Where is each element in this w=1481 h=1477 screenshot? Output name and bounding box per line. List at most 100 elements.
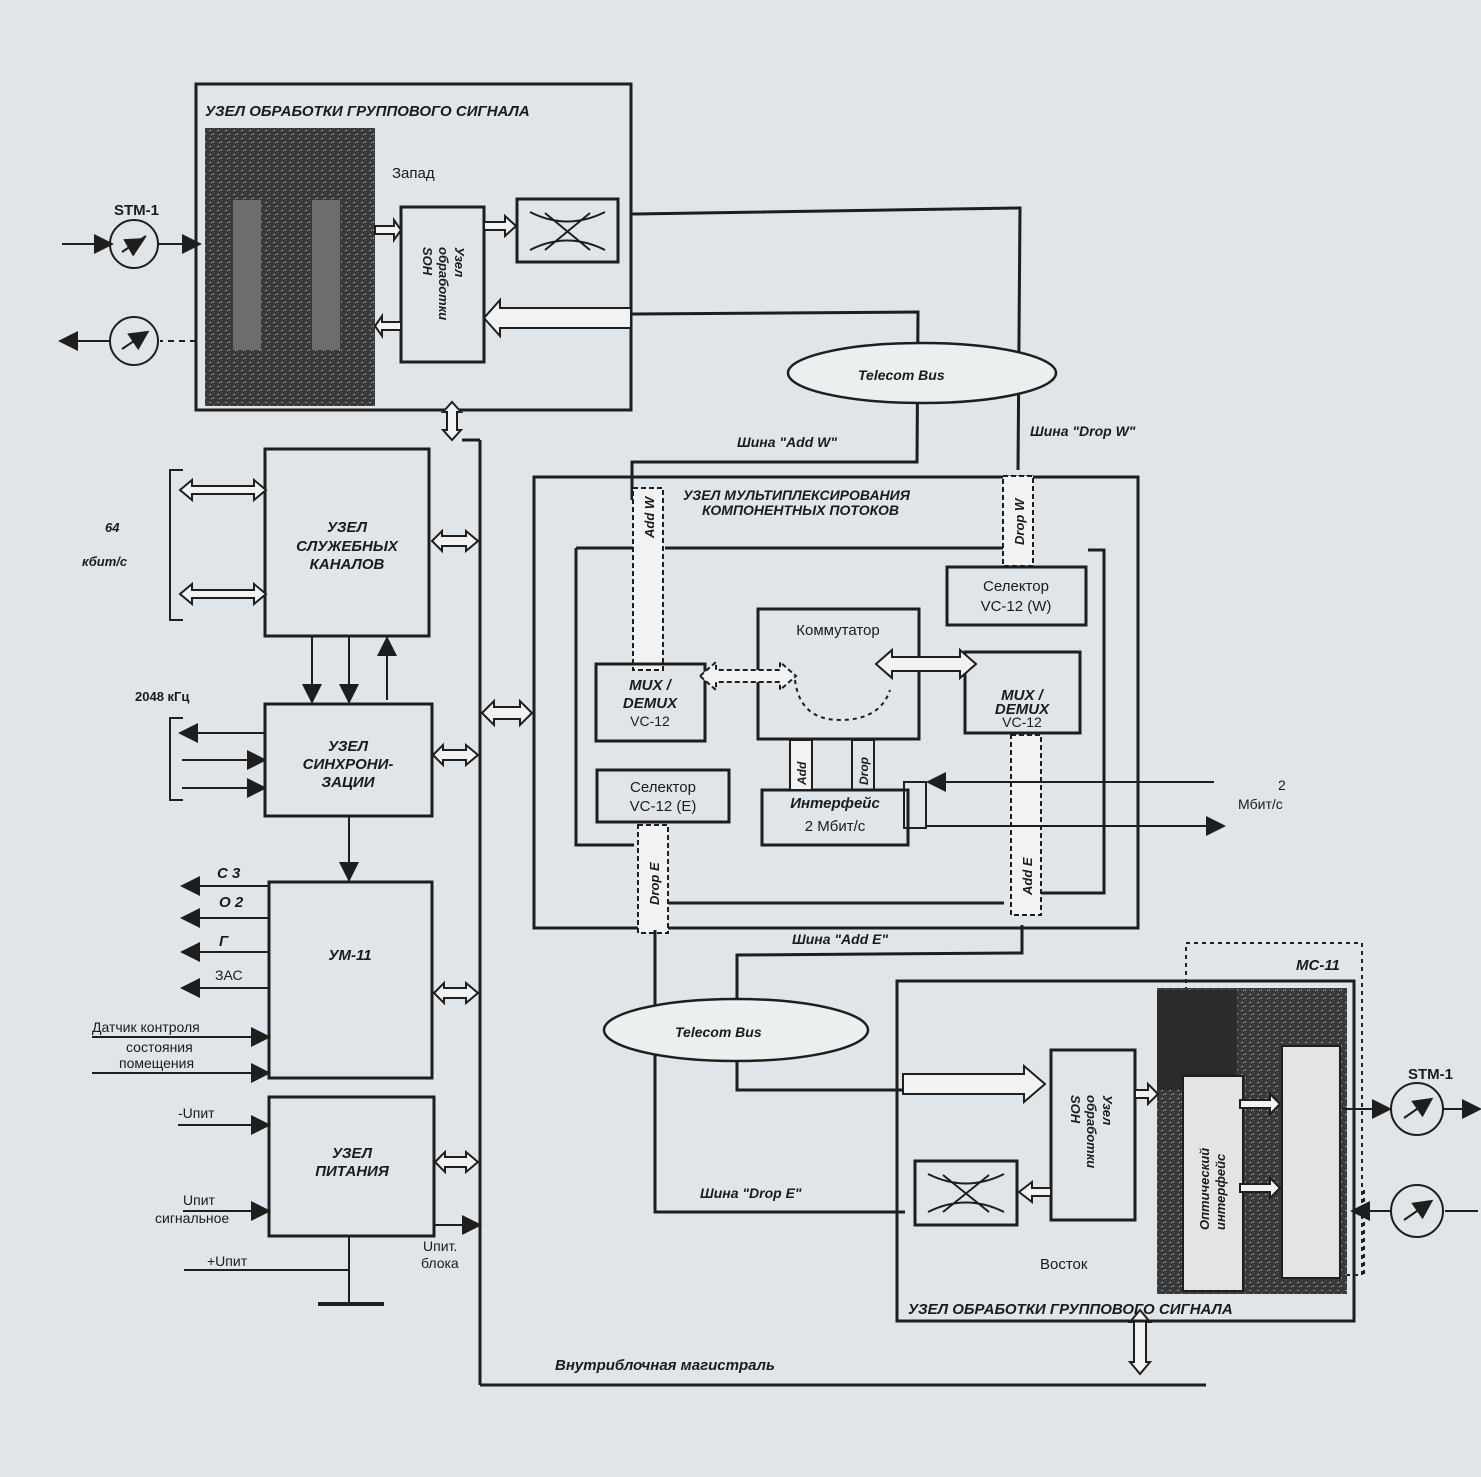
- east-soh-box: [1049, 1048, 1137, 1222]
- mux-demux-left: [594, 662, 707, 743]
- svg-text:Uпит.: Uпит.: [423, 1238, 457, 1254]
- west-optic-out-icon: [109, 316, 159, 366]
- svg-text:Uпит: Uпит: [183, 1192, 216, 1208]
- svg-text:сигнальное: сигнальное: [155, 1210, 229, 1226]
- svg-text:Узел: Узел: [1100, 1095, 1115, 1125]
- west-side-label: Запад: [392, 165, 435, 182]
- svg-text:MUX /: MUX /: [629, 677, 673, 694]
- east-title: УЗЕЛ ОБРАБОТКИ ГРУППОВОГО СИГНАЛА: [908, 1301, 1233, 1318]
- top-telecom-bus: Telecom Bus Шина "Add W" Шина "Drop W": [630, 206, 1136, 500]
- svg-text:Add: Add: [795, 761, 809, 786]
- svg-text:Drop: Drop: [857, 757, 871, 785]
- svg-text:СЛУЖЕБНЫХ: СЛУЖЕБНЫХ: [296, 538, 399, 555]
- svg-text:Коммутатор: Коммутатор: [796, 622, 879, 639]
- svg-text:СИНХРОНИ-: СИНХРОНИ-: [303, 756, 394, 773]
- svg-text:Селектор: Селектор: [630, 779, 696, 796]
- svg-text:состояния: состояния: [126, 1039, 193, 1055]
- svg-text:2 Мбит/с: 2 Мбит/с: [805, 818, 866, 835]
- svg-text:Add W: Add W: [642, 495, 657, 539]
- west-bus-arrow: [440, 400, 464, 442]
- west-optical-block: [205, 128, 375, 406]
- west-soh-to-cross-arrow: [483, 213, 518, 239]
- service-channels-node: УЗЕЛ СЛУЖЕБНЫХ КАНАЛОВ 64 кбит/с: [82, 447, 480, 704]
- selector-w: [945, 565, 1088, 627]
- mc11-label: MC-11: [1296, 957, 1340, 974]
- svg-text:Г: Г: [219, 933, 229, 950]
- west-input-arrow: [482, 297, 632, 339]
- sync-node: УЗЕЛ СИНХРОНИ- ЗАЦИИ 2048 кГц: [135, 689, 480, 882]
- um11-node: УМ-11 С 3 О 2 Г ЗАС Датчик контроля сост…: [92, 865, 480, 1083]
- add-w-bus-label: Шина "Add W": [737, 434, 837, 450]
- mux-node: УЗЕЛ МУЛЬТИПЛЕКСИРОВАНИЯ КОМПОНЕНТНЫХ ПО…: [480, 475, 1286, 934]
- west-soh-box: [399, 205, 486, 364]
- svg-text:ПИТАНИЯ: ПИТАНИЯ: [315, 1163, 390, 1180]
- svg-text:SOH: SOH: [1068, 1095, 1083, 1124]
- west-cross-connect: [515, 197, 620, 264]
- drop-e-bus-label: Шина "Drop E": [700, 1185, 802, 1201]
- svg-text:КОМПОНЕНТНЫХ ПОТОКОВ: КОМПОНЕНТНЫХ ПОТОКОВ: [702, 502, 899, 518]
- mux-left-switch-arrow: [698, 659, 798, 693]
- west-soh-l2: обработки: [436, 247, 451, 320]
- svg-text:УЗЕЛ: УЗЕЛ: [328, 738, 369, 755]
- east-stm-label: STM-1: [1408, 1066, 1453, 1083]
- mux-demux-right: [963, 650, 1082, 735]
- svg-text:Drop W: Drop W: [1012, 497, 1027, 545]
- telecom-bus-top-label: Telecom Bus: [858, 367, 945, 383]
- service-64k-arrow-1: [178, 477, 268, 503]
- mux-bus-arrow: [480, 698, 534, 728]
- svg-text:УМ-11: УМ-11: [328, 947, 371, 964]
- west-stm-label: STM-1: [114, 202, 159, 219]
- service-64k-arrow-2: [178, 581, 268, 607]
- svg-text:MUX /: MUX /: [1001, 687, 1045, 704]
- svg-text:интерфейс: интерфейс: [1213, 1153, 1228, 1230]
- svg-text:С 3: С 3: [217, 865, 241, 882]
- east-stm1: STM-1: [1342, 1066, 1481, 1275]
- west-title: УЗЕЛ ОБРАБОТКИ ГРУППОВОГО СИГНАЛА: [205, 103, 530, 120]
- svg-text:помещения: помещения: [119, 1055, 194, 1071]
- telecom-bus-top: [786, 341, 1058, 405]
- switch-mux-right-arrow: [874, 647, 978, 681]
- svg-text:VC-12 (E): VC-12 (E): [630, 798, 697, 815]
- svg-text:VC-12: VC-12: [1002, 714, 1042, 730]
- west-soh-l1: Узел: [452, 247, 467, 277]
- east-side-label: Восток: [1040, 1256, 1088, 1273]
- svg-text:-Uпит: -Uпит: [178, 1105, 215, 1121]
- svg-text:VC-12 (W): VC-12 (W): [981, 598, 1052, 615]
- bottom-telecom-bus: Telecom Bus Шина "Add E" Шина "Drop E": [602, 925, 1024, 1214]
- telecom-bus-bottom: [602, 997, 870, 1063]
- svg-text:DEMUX: DEMUX: [623, 695, 678, 712]
- svg-text:КАНАЛОВ: КАНАЛОВ: [310, 556, 385, 573]
- power-node: УЗЕЛ ПИТАНИЯ -Uпит Uпит сигнальное +Uпит…: [155, 1095, 482, 1306]
- svg-text:2: 2: [1278, 777, 1286, 793]
- svg-text:кбит/с: кбит/с: [82, 554, 128, 569]
- svg-text:DEMUX: DEMUX: [995, 701, 1050, 718]
- svg-text:УЗЕЛ: УЗЕЛ: [332, 1145, 373, 1162]
- freq-label: 2048 кГц: [135, 689, 189, 704]
- svg-text:УЗЕЛ: УЗЕЛ: [327, 519, 368, 536]
- internal-bus-label: Внутриблочная магистраль: [555, 1357, 775, 1374]
- svg-text:УЗЕЛ МУЛЬТИПЛЕКСИРОВАНИЯ: УЗЕЛ МУЛЬТИПЛЕКСИРОВАНИЯ: [683, 487, 911, 503]
- svg-text:Датчик контроля: Датчик контроля: [92, 1019, 200, 1035]
- svg-text:Оптический: Оптический: [1197, 1148, 1212, 1230]
- telecom-bus-bottom-label: Telecom Bus: [675, 1024, 762, 1040]
- selector-e: [595, 768, 731, 824]
- east-bus-arrow: [1127, 1308, 1153, 1376]
- east-cross-connect: [913, 1159, 1019, 1227]
- svg-text:О 2: О 2: [219, 894, 244, 911]
- east-optic-in-icon: [1390, 1184, 1444, 1238]
- svg-text:Drop E: Drop E: [647, 862, 662, 905]
- drop-e-channel: [637, 824, 669, 934]
- svg-text:блока: блока: [421, 1255, 459, 1271]
- drop-w-channel: [1002, 475, 1034, 567]
- svg-text:Add E: Add E: [1020, 857, 1035, 896]
- west-soh-l3: SOH: [420, 247, 435, 276]
- svg-text:VC-12: VC-12: [630, 713, 670, 729]
- west-stm1: STM-1: [58, 202, 202, 366]
- east-group-node: MC-11 Оптический интерфейс Узел обработк…: [895, 942, 1363, 1323]
- svg-text:Интерфейс: Интерфейс: [790, 795, 880, 812]
- east-input-arrow: [902, 1063, 1047, 1105]
- add-w-channel: [632, 487, 664, 671]
- svg-text:+Uпит: +Uпит: [207, 1253, 248, 1269]
- interface-2mbit: [760, 788, 910, 847]
